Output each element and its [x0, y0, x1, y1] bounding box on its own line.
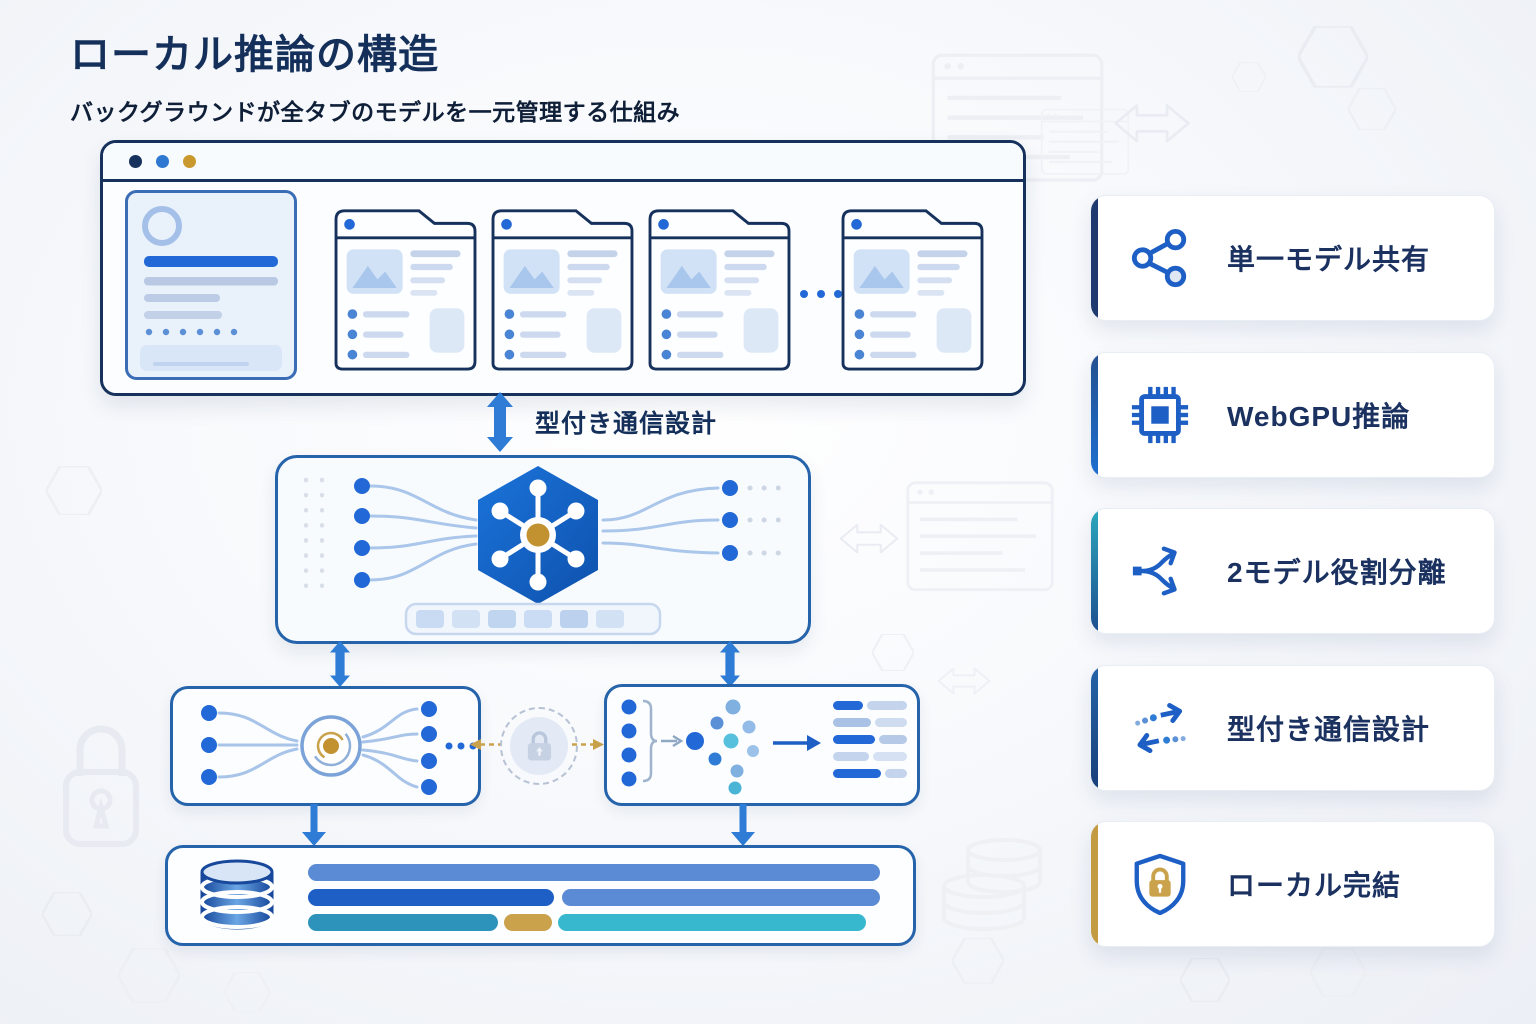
connection-label: 型付き通信設計: [535, 410, 718, 438]
storage-bar-segment: [308, 889, 554, 906]
deco-hexagon-icon: [1232, 62, 1266, 92]
storage-bar-segment: [562, 889, 880, 906]
feature-card-webgpu: WebGPU推論: [1090, 352, 1495, 478]
deco-hexagon-icon: [1426, 968, 1466, 1003]
deco-hexagon-icon: [1348, 88, 1396, 130]
deco-sync-arrows-icon: [838, 522, 900, 555]
feature-card-local-only: ローカル完結: [1090, 821, 1495, 947]
inference-model-box: [604, 684, 920, 806]
feature-label: 単一モデル共有: [1227, 244, 1431, 275]
deco-hexagon-icon: [1310, 948, 1366, 997]
window-dot-blue: [156, 154, 169, 168]
feature-card-single-model: 単一モデル共有: [1090, 195, 1495, 321]
header: ローカル推論の構造 バックグラウンドが全タブのモデルを一元管理する仕組み: [70, 22, 680, 127]
fork-arrows-icon: [1127, 538, 1193, 604]
tab-card: [490, 206, 635, 372]
feature-card-two-models: 2モデル役割分離: [1090, 508, 1495, 634]
storage-bar-segment: [558, 914, 866, 931]
network-hub-hexagon-icon: [303, 466, 787, 636]
deco-hexagon-icon: [872, 634, 914, 671]
storage-bar-segment: [308, 914, 498, 931]
secure-link-arrow-right-icon: [572, 739, 604, 750]
lock-icon: [510, 717, 568, 775]
shield-lock-icon: [1127, 851, 1193, 917]
cluster-inference-icon: [621, 699, 907, 795]
deco-hexagon-icon: [46, 466, 102, 515]
page-subtitle: バックグラウンドが全タブのモデルを一元管理する仕組み: [70, 99, 681, 125]
tab-card: [840, 206, 985, 372]
deco-coins-icon: [942, 838, 1042, 931]
down-arrow-icon: [731, 804, 755, 846]
storage-bar-segment: [308, 864, 880, 881]
deco-window-icon: [905, 480, 1055, 593]
secure-link-arrow-left-icon: [470, 739, 502, 750]
database-icon: [200, 859, 274, 930]
window-dot-gold: [183, 154, 196, 168]
page-title: ローカル推論の構造: [70, 33, 439, 77]
storage-bar-segment: [504, 914, 552, 931]
browser-content: [103, 182, 1023, 390]
tab-overflow-dots: [800, 290, 842, 298]
feature-card-typed-comm: 型付き通信設計: [1090, 665, 1495, 791]
bidirectional-arrow-icon: [487, 392, 513, 452]
deco-hexagon-icon: [224, 972, 270, 1012]
card-accent-bar: [1091, 822, 1098, 946]
bidirectional-arrow-icon: [328, 641, 352, 687]
deco-sync-arrows-icon: [1112, 102, 1192, 145]
feature-label: 2モデル役割分離: [1227, 557, 1447, 588]
model-storage-bar: [165, 845, 916, 946]
chip-icon: [1127, 382, 1193, 448]
deco-lock-icon: [63, 725, 139, 847]
card-accent-bar: [1091, 196, 1098, 320]
card-accent-bar: [1091, 509, 1098, 633]
deco-hexagon-icon: [118, 948, 180, 1003]
router-model-box: [170, 686, 481, 806]
browser-window: [100, 140, 1026, 396]
feature-label: ローカル完結: [1227, 870, 1402, 901]
feature-label: WebGPU推論: [1227, 401, 1411, 432]
bidirectional-arrow-icon: [718, 641, 742, 687]
browser-titlebar: [103, 143, 1023, 182]
dotted-arrows-icon: [1127, 695, 1193, 761]
share-icon: [1127, 225, 1193, 291]
target-router-icon: [201, 701, 477, 795]
background-hub-box: [275, 455, 811, 644]
deco-window-icon: [1040, 108, 1130, 176]
feature-label: 型付き通信設計: [1227, 714, 1431, 745]
sidebar-panel: [125, 190, 297, 380]
card-accent-bar: [1091, 666, 1098, 790]
deco-hexagon-icon: [952, 938, 1004, 984]
down-arrow-icon: [302, 804, 326, 846]
deco-sync-arrows-icon: [936, 666, 992, 696]
window-dot-navy: [129, 154, 142, 168]
tab-card: [647, 206, 792, 372]
deco-hexagon-icon: [1180, 958, 1230, 1002]
secure-channel-badge: [500, 707, 578, 785]
tab-card: [333, 206, 478, 372]
deco-hexagon-icon: [42, 892, 92, 936]
card-accent-bar: [1091, 353, 1098, 477]
deco-hexagon-icon: [1298, 26, 1368, 88]
